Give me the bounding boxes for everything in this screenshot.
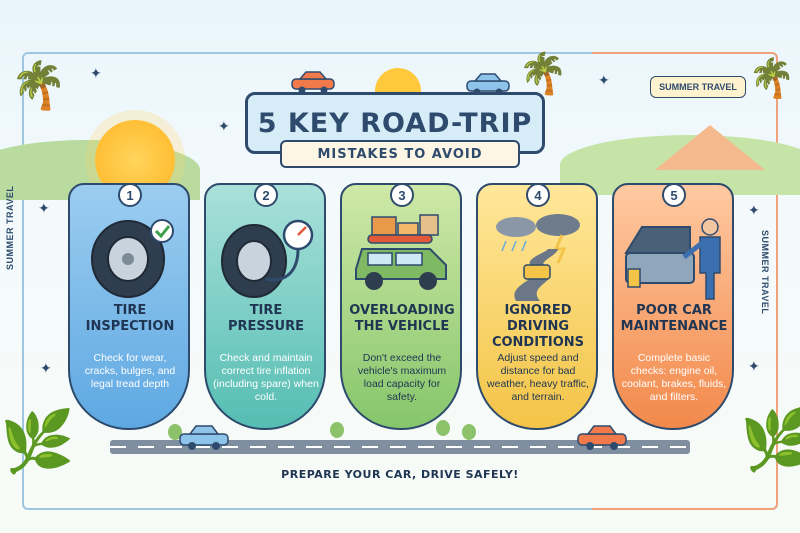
- tag-label: SUMMER TRAVEL: [659, 82, 737, 92]
- card-number-badge: 5: [662, 185, 686, 207]
- tire-gauge-icon: [221, 219, 314, 298]
- card-title: TIRE PRESSURE: [227, 303, 304, 334]
- sparkle-icon: ✦: [748, 358, 760, 374]
- card-description: Check for wear, cracks, bulges, and lega…: [84, 352, 176, 390]
- palm-tree-icon: 🌴: [748, 58, 796, 100]
- car-icon: [179, 425, 229, 450]
- sparkle-icon: ✦: [38, 200, 50, 216]
- mechanic-icon: [624, 218, 721, 300]
- card-number-badge: 3: [390, 185, 414, 207]
- page-frame-accent: [592, 52, 778, 510]
- card-description: Adjust speed and distance for bad weathe…: [487, 352, 589, 403]
- car-icon: [291, 71, 335, 94]
- card-number-badge: 1: [118, 185, 142, 207]
- side-label-left: SUMMER TRAVEL: [5, 185, 15, 270]
- mistake-card-tire-inspection: 1 TIRE INSPECTION Check for wear, cracks…: [68, 183, 190, 430]
- tree-icon: [462, 424, 476, 440]
- card-description: Don't exceed the vehicle's maximum load …: [357, 352, 447, 403]
- card-title: IGNORED DRIVING CONDITIONS: [491, 303, 585, 350]
- sparkle-icon: ✦: [40, 360, 52, 376]
- card-title: OVERLOADING THE VEHICLE: [349, 303, 455, 334]
- card-number-badge: 2: [254, 185, 278, 207]
- mistake-card-car-maintenance: 5 POOR CAR MAINTENANCE Complete basic ch…: [612, 183, 734, 430]
- page-title: 5 KEY ROAD-TRIP: [257, 107, 533, 139]
- palm-tree-icon: 🌴: [10, 59, 68, 111]
- summer-travel-tag: SUMMER TRAVEL: [650, 76, 746, 98]
- card-description: Complete basic checks: engine oil, coola…: [621, 352, 727, 403]
- tire-check-icon: [91, 219, 174, 298]
- road: [110, 440, 690, 454]
- palm-tree-icon: 🌴: [518, 52, 568, 96]
- footer-slogan: PREPARE YOUR CAR, DRIVE SAFELY!: [281, 468, 519, 481]
- storm-road-icon: [496, 214, 580, 301]
- mountain-icon: [655, 125, 765, 170]
- card-title: TIRE INSPECTION: [85, 303, 175, 334]
- card-title: POOR CAR MAINTENANCE: [620, 303, 728, 334]
- sparkle-icon: ✦: [90, 65, 102, 81]
- mistake-card-tire-pressure: 2 TIRE PRESSURE Check and maintain corre…: [204, 183, 326, 430]
- mistake-card-driving-conditions: 4 IGNORED DRIVING CONDITIONS Adjust spee…: [476, 183, 598, 430]
- card-description: Check and maintain correct tire inflatio…: [213, 352, 319, 403]
- tree-icon: [330, 422, 344, 438]
- page-subtitle: MISTAKES TO AVOID: [317, 146, 483, 162]
- tree-icon: [436, 420, 450, 436]
- side-label-right: SUMMER TRAVEL: [760, 230, 770, 315]
- sparkle-icon: ✦: [748, 202, 760, 218]
- leaf-icon: 🌿: [740, 406, 800, 473]
- tree-icon: [168, 424, 182, 440]
- car-icon: [577, 425, 627, 450]
- mistake-card-overloading: 3 OVERLOADING THE VEHICLE Don't exceed t…: [340, 183, 462, 430]
- leaf-icon: 🌿: [0, 408, 75, 475]
- card-number-badge: 4: [526, 185, 550, 207]
- subtitle-banner: MISTAKES TO AVOID: [280, 140, 520, 168]
- loaded-car-icon: [355, 214, 447, 290]
- sparkle-icon: ✦: [598, 72, 610, 88]
- sparkle-icon: ✦: [218, 118, 230, 134]
